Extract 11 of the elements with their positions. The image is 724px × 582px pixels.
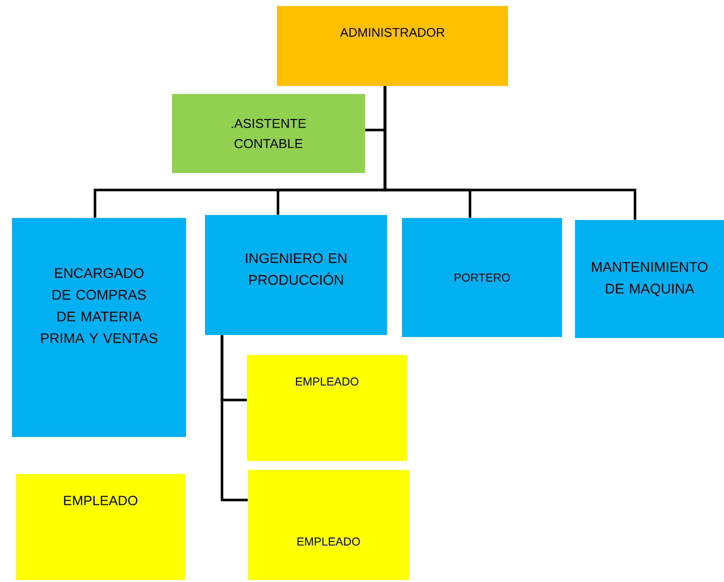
- org-box: MANTENIMIENTO DE MAQUINA: [575, 220, 724, 338]
- connector-line: [220, 335, 248, 502]
- org-box: EMPLEADO: [248, 470, 409, 580]
- org-box: EMPLEADO: [16, 474, 185, 580]
- org-box: ADMINISTRADOR: [277, 6, 508, 86]
- org-box: EMPLEADO: [247, 355, 407, 461]
- org-box: .ASISTENTE CONTABLE: [172, 94, 365, 173]
- org-box: INGENIERO EN PRODUCCIÓN: [205, 215, 387, 335]
- org-box: ENCARGADO DE COMPRAS DE MATERIA PRIMA Y VENTAS: [12, 218, 186, 437]
- org-box: PORTERO: [402, 218, 562, 337]
- connector-line: [384, 86, 636, 220]
